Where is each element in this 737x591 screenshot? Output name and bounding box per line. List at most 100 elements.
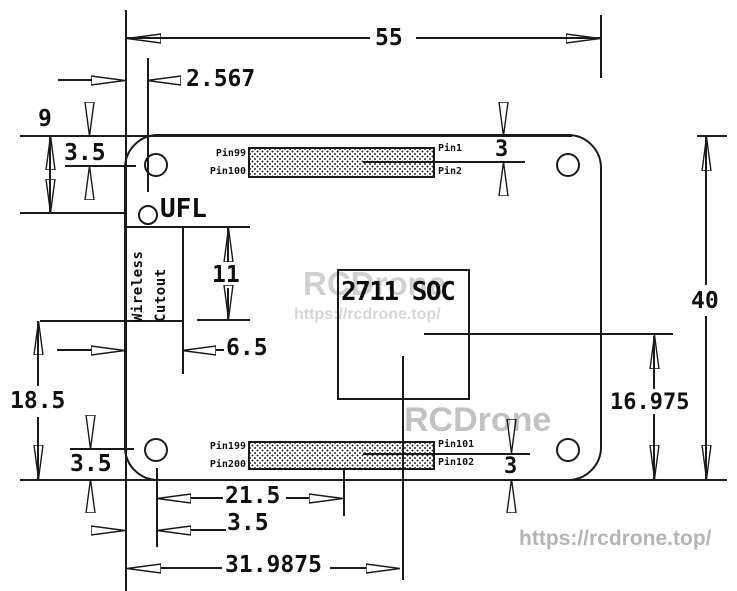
dim-arrow-r (366, 562, 400, 574)
dim-arrow-u (44, 136, 56, 170)
dim-arrow-u (497, 162, 509, 196)
h-line (424, 333, 673, 335)
v-line (402, 356, 404, 580)
ufl-label: UFL (160, 194, 207, 224)
mounting-hole-bottom-right (556, 438, 580, 462)
h-line (216, 349, 224, 351)
h-line (197, 319, 250, 321)
watermark-brand: RCDrone (303, 265, 447, 302)
v-line (125, 10, 127, 591)
dim-board-height: 40 (691, 288, 719, 314)
v-line (227, 228, 229, 262)
h-line (161, 567, 222, 569)
v-line (600, 15, 602, 78)
dim-pin-row-bottom: 3 (504, 454, 518, 479)
dim-arrow-r (91, 344, 125, 356)
mounting-hole-top-left (144, 153, 168, 177)
v-line (37, 321, 39, 386)
watermark-brand: RCDrone (404, 401, 552, 439)
dim-hole-offset-top: 3.5 (64, 140, 106, 166)
h-line (697, 135, 727, 137)
dim-arrow-l (127, 562, 161, 574)
v-line (156, 468, 158, 547)
pin-label-2: Pin2 (438, 166, 463, 177)
v-line (705, 316, 707, 479)
dim-arrow-d (497, 102, 509, 136)
v-line (343, 470, 345, 516)
dim-arrow-u (83, 166, 95, 200)
soc-chip-label: 2711 SOC (341, 277, 456, 307)
dim-arrow-r (309, 492, 343, 504)
pin-label-200: Pin200 (209, 459, 246, 470)
dim-arrow-d (84, 415, 96, 449)
v-line (37, 417, 39, 479)
h-line (57, 349, 92, 351)
dim-arrow-l (127, 32, 161, 44)
v-line (705, 137, 707, 285)
h-line (363, 161, 525, 163)
dim-arrow-u (84, 479, 96, 513)
h-line (125, 226, 250, 228)
dim-arrow-r (91, 524, 125, 536)
pin-label-1: Pin1 (438, 143, 463, 154)
ufl-connector-circle (138, 205, 158, 225)
v-line (653, 336, 655, 389)
dim-arrow-r (91, 74, 125, 86)
h-line (58, 79, 92, 81)
watermark-url: https://rcdrone.top/ (519, 527, 712, 550)
h-line (20, 479, 727, 481)
h-line (191, 497, 223, 499)
dim-arrow-d (505, 419, 517, 453)
h-line (363, 453, 530, 455)
wireless-cutout-label: Wireless Cutout (130, 250, 169, 322)
top-connector-strip (248, 147, 435, 178)
dim-arrow-d (32, 445, 44, 479)
dim-arrow-l (157, 492, 191, 504)
dim-hole-offset-left: 3.5 (227, 510, 269, 536)
dim-cutout-to-bottom: 18.5 (10, 388, 66, 414)
pin-label-101: Pin101 (438, 439, 475, 450)
dim-arrow-l (157, 524, 191, 536)
pin-label-102: Pin102 (438, 457, 475, 468)
v-line (227, 288, 229, 319)
h-line (191, 529, 226, 531)
h-line (330, 567, 366, 569)
v-line (182, 227, 184, 374)
dim-arrow-l (182, 344, 216, 356)
h-line (416, 37, 600, 39)
dim-board-width: 55 (375, 25, 403, 51)
pin-label-199: Pin199 (209, 441, 246, 452)
pin-label-99: Pin99 (215, 148, 246, 159)
v-line (147, 58, 149, 192)
v-line (49, 136, 51, 213)
h-line (20, 135, 572, 137)
dim-arrow-l (147, 74, 181, 86)
watermark-url: https://rcdrone.top/ (294, 306, 441, 323)
h-line (127, 37, 370, 39)
dim-chip-center-from-left: 31.9875 (225, 552, 322, 578)
dim-pin-row-top: 3 (495, 137, 509, 162)
pin-label-100: Pin100 (209, 166, 246, 177)
h-line (40, 320, 182, 322)
dim-ufl-vertical: 9 (38, 106, 52, 132)
dim-arrow-u (505, 479, 517, 513)
h-line (70, 448, 134, 450)
dim-arrow-d (700, 445, 712, 479)
dim-arrow-d (222, 285, 234, 319)
mounting-hole-top-right (556, 153, 580, 177)
dim-chip-center-to-bottom: 16.975 (610, 390, 690, 415)
h-line (20, 212, 125, 214)
mounting-hole-bottom-left (144, 438, 168, 462)
dim-arrow-d (83, 102, 95, 136)
dim-hole-to-connector: 21.5 (225, 483, 281, 509)
dim-arrow-d (648, 445, 660, 479)
dim-arrow-r (566, 32, 600, 44)
dim-arrow-d (44, 179, 56, 213)
dim-arrow-u (648, 335, 660, 369)
dim-arrow-u (32, 321, 44, 355)
dim-cutout-height: 11 (212, 262, 240, 288)
h-line (65, 165, 136, 167)
h-line (286, 497, 309, 499)
dim-arrow-u (700, 137, 712, 171)
